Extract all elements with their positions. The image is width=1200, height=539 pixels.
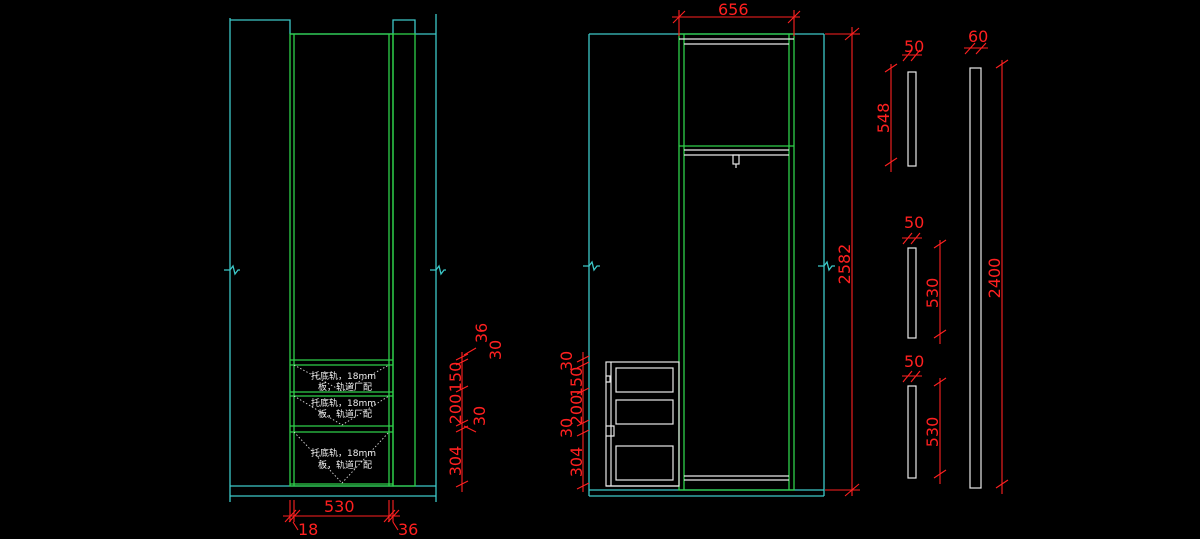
- drawer-note-1-line1: 托底轨，18mm: [311, 370, 376, 382]
- dim-front-mid-30: 30: [470, 406, 489, 426]
- drawer-note-3: 托底轨，18mm 板，轨道厂配: [311, 447, 376, 471]
- dim-panel-small-mid-width: 50: [904, 213, 924, 232]
- front-height-chain: 36 30 150 200 30 304: [446, 323, 505, 492]
- dim-front-width: 530: [324, 497, 355, 516]
- dim-front-left-board: 18: [298, 520, 318, 539]
- drawer-note-3-line2: 板，轨道厂配: [318, 459, 372, 471]
- dim-side-30-top: 30: [557, 351, 576, 371]
- dim-side-depth: 656: [718, 0, 749, 19]
- panel-small-top: 50 548: [874, 37, 924, 172]
- dim-front-right-board: 36: [398, 520, 418, 539]
- dim-panel-tall-height: 2400: [985, 258, 1004, 299]
- side-view: 656 2582 30 150 200 30 304: [557, 0, 860, 497]
- dim-front-top-36: 36: [472, 323, 491, 343]
- front-drawer-marks: [293, 364, 390, 484]
- dim-panel-small-bottom-width: 50: [904, 352, 924, 371]
- panel-tall: 60 2400: [964, 27, 1009, 494]
- panel-small-bottom: 50 530: [902, 352, 947, 484]
- dim-panel-small-top-width: 50: [904, 37, 924, 56]
- panel-small-mid: 50 530: [902, 213, 947, 344]
- dim-side-30-mid: 30: [557, 418, 576, 438]
- dim-side-304: 304: [567, 447, 586, 478]
- front-wall-outline: [224, 14, 446, 502]
- front-width-dimension: 530 18 36: [283, 497, 418, 539]
- side-drawer-unit: [605, 361, 680, 487]
- front-cabinet-body: [289, 33, 416, 487]
- dim-panel-small-mid-height: 530: [923, 278, 942, 309]
- dim-side-200: 200: [567, 395, 586, 426]
- dim-front-150: 150: [446, 362, 465, 393]
- front-view: 托底轨，18mm 板，轨道厂配 托底轨，18mm 板，轨道厂配 托底轨，18mm…: [224, 14, 505, 539]
- dim-panel-small-bottom-height: 530: [923, 417, 942, 448]
- dim-panel-tall-width: 60: [968, 27, 988, 46]
- drawer-note-1-line2: 板，轨道厂配: [318, 381, 372, 393]
- side-wall-outline: [583, 33, 835, 497]
- dim-front-top-30: 30: [486, 340, 505, 360]
- side-height-dimension: 2582: [825, 27, 860, 497]
- side-cabinet-body: [678, 33, 795, 491]
- drawer-note-3-line1: 托底轨，18mm: [311, 447, 376, 459]
- dim-front-304: 304: [446, 446, 465, 477]
- side-drawer-chain: 30 150 200 30 304: [557, 351, 590, 492]
- dim-side-height: 2582: [835, 244, 854, 285]
- drawer-note-2-line2: 板，轨道厂配: [318, 408, 372, 420]
- dim-front-200: 200: [446, 394, 465, 425]
- dim-panel-small-top-height: 548: [874, 103, 893, 134]
- dim-side-150: 150: [567, 367, 586, 398]
- drawer-note-1: 托底轨，18mm 板，轨道厂配: [311, 370, 376, 393]
- side-depth-dimension: 656: [672, 0, 801, 36]
- drawer-note-2: 托底轨，18mm 板，轨道厂配: [311, 397, 376, 420]
- drawer-note-2-line1: 托底轨，18mm: [311, 397, 376, 409]
